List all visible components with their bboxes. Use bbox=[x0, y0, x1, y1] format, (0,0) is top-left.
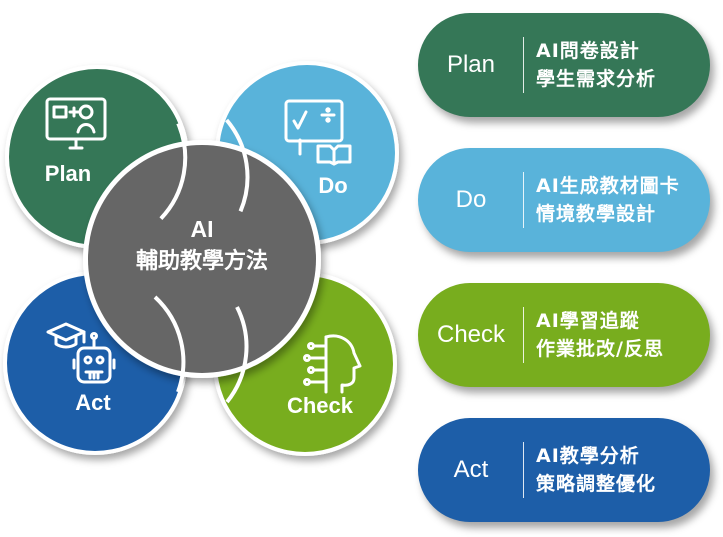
pill-check-line1: AI學習追蹤 bbox=[536, 310, 640, 332]
center-title-method: 輔助教學方法 bbox=[136, 248, 268, 274]
quadrant-plan-label: Plan bbox=[45, 161, 91, 186]
pill-act-line2: 策略調整優化 bbox=[536, 473, 657, 495]
pill-plan-label: Plan bbox=[446, 51, 496, 78]
pill-do-label: Do bbox=[455, 186, 487, 213]
pill-plan-line2: 學生需求分析 bbox=[536, 68, 657, 90]
pill-do: Do AI生成教材圖卡 情境教學設計 bbox=[418, 148, 710, 252]
pill-do-line2: 情境教學設計 bbox=[536, 203, 657, 225]
presentation-board-icon bbox=[45, 97, 107, 150]
pill-plan-divider bbox=[523, 37, 524, 93]
graduate-robot-icon bbox=[46, 322, 116, 384]
ai-head-icon bbox=[303, 334, 362, 394]
pill-check-label: Check bbox=[436, 321, 506, 348]
pill-plan-line1: AI問卷設計 bbox=[536, 40, 640, 62]
pill-act-description: AI教學分析 策略調整優化 bbox=[536, 442, 656, 498]
pill-act-line1: AI教學分析 bbox=[536, 445, 640, 467]
pill-check-description: AI學習追蹤 作業批改/反思 bbox=[536, 307, 664, 363]
math-book-icon bbox=[284, 99, 352, 166]
pill-check-line2: 作業批改/反思 bbox=[536, 338, 664, 360]
pill-act: Act AI教學分析 策略調整優化 bbox=[418, 418, 710, 522]
pill-do-line1: AI生成教材圖卡 bbox=[536, 175, 680, 197]
pill-check: Check AI學習追蹤 作業批改/反思 bbox=[418, 283, 710, 387]
pill-plan: Plan AI問卷設計 學生需求分析 bbox=[418, 13, 710, 117]
pill-do-divider bbox=[523, 172, 524, 228]
center-circle: AI 輔助教學方法 bbox=[83, 140, 321, 378]
quadrant-check-label: Check bbox=[287, 393, 354, 418]
pill-act-label: Act bbox=[453, 456, 489, 483]
center-title-ai: AI bbox=[191, 216, 214, 242]
pill-check-divider bbox=[523, 307, 524, 363]
quadrant-do-label: Do bbox=[318, 173, 347, 198]
pill-act-divider bbox=[523, 442, 524, 498]
quadrant-act-label: Act bbox=[75, 390, 111, 415]
pill-do-description: AI生成教材圖卡 情境教學設計 bbox=[536, 172, 680, 228]
pill-plan-description: AI問卷設計 學生需求分析 bbox=[536, 37, 656, 93]
overlap-seams bbox=[153, 118, 250, 404]
